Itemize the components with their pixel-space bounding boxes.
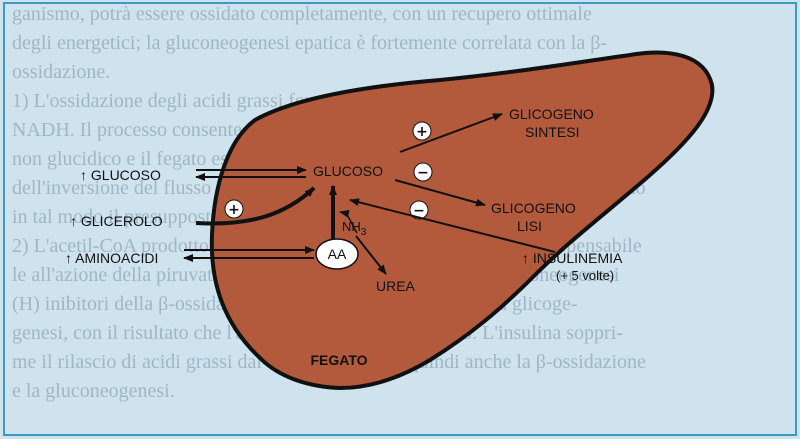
glicogeno-lisi-line1: GLICOGENO (491, 200, 576, 216)
glucoso-to-sintesi-arrow (399, 113, 503, 153)
svg-text:−: − (417, 165, 429, 181)
glucoso-center-label: GLUCOSO (313, 163, 383, 179)
glucoso-to-lisi-arrow (394, 179, 486, 207)
glicogeno-sintesi-line1: GLICOGENO (509, 106, 594, 122)
glicogeno-lisi-line2: LISI (517, 218, 542, 234)
nh3-label: NH3 (342, 219, 367, 238)
svg-text:−: − (413, 203, 425, 219)
organ-label: FEGATO (310, 352, 367, 368)
plus-sign-glicerolo: + (224, 199, 244, 219)
glicerolo-input-label: ↑ GLICEROLO (70, 213, 163, 229)
glucoso-arrows (195, 166, 307, 181)
liver-shape (209, 50, 715, 390)
nh3-curve (339, 209, 358, 234)
aminoacidi-input-label: ↑ AMINOACIDI (65, 250, 158, 266)
aa-oval (315, 238, 359, 270)
urea-label: UREA (376, 278, 416, 294)
plus-sign-sintesi: + (412, 121, 432, 141)
insulinemia-label: ↑ INSULINEMIA (522, 250, 623, 266)
glicerolo-arrow (195, 186, 316, 226)
aminoacidi-arrows (183, 246, 315, 262)
insulinemia-note: (+ 5 volte) (556, 268, 614, 283)
aa-label: AA (328, 246, 347, 262)
figure-frame (3, 2, 797, 436)
glicogeno-sintesi-line2: SINTESI (525, 124, 579, 140)
glucoso-input-label: ↑ GLUCOSO (80, 167, 161, 183)
insulinemia-arrow (349, 198, 556, 253)
svg-text:+: + (416, 124, 428, 140)
minus-sign-insulin: − (409, 200, 429, 220)
aa-to-urea-arrow (355, 235, 387, 275)
svg-text:+: + (228, 202, 240, 218)
minus-sign-lisi: − (413, 162, 433, 182)
